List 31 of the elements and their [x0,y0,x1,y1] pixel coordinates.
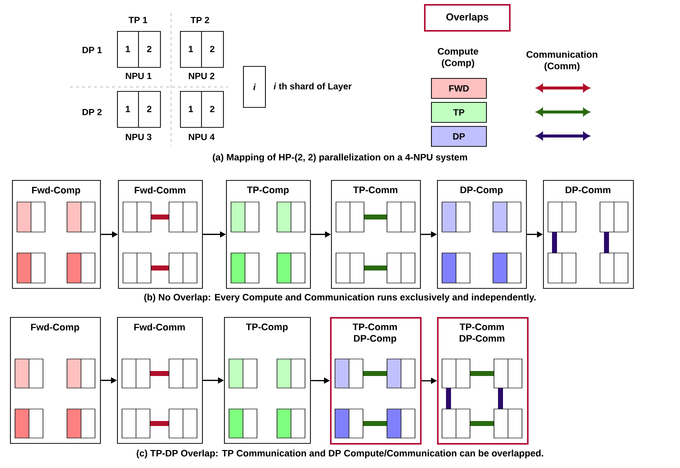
stage-box: TP-Comp [226,180,311,289]
stage-box: DP-Comm [543,180,634,289]
npu-box: 1 2 [117,90,161,128]
shard-note: i th shard of Layer [274,82,352,92]
overlaps-box: Overlaps [424,4,511,32]
npu-label: NPU 1 [126,72,152,80]
caption: (a) Mapping of HP-(2, 2) parallelization on a 4-NPU system [212,154,468,162]
stage-box: DP-Comp [437,180,527,289]
npu-label: NPU 3 [126,134,152,140]
axis-label: Communication (Comm) [526,50,598,72]
caption: (c) TP-DP Overlap: TP Communication and DP Compute/Communication can be overlapped. [136,450,544,458]
legend-box: DP [431,126,487,147]
stage-box: Fwd-Comp [12,180,101,289]
shard-box: i [243,66,266,108]
npu-label: NPU 4 [188,134,215,140]
stage-box: TP-Comm DP-Comm [437,317,529,445]
legend-box: FWD [431,78,487,99]
legend-box: TP [431,102,487,123]
stage-box: Fwd-Comm [118,180,203,289]
npu-box: 1 2 [180,90,224,128]
stage-box: TP-Comp [224,317,311,444]
stage-box: Fwd-Comp [10,317,101,444]
npu-label: NPU 2 [188,72,214,80]
caption: (b) No Overlap: Every Compute and Communication runs exclusively and independently. [144,294,536,302]
npu-box: 1 2 [117,30,161,68]
stage-box: Fwd-Comm [117,317,203,444]
npu-box: 1 2 [180,30,224,68]
axis-label: Compute (Comp) [438,48,478,68]
stage-box: TP-Comm [331,180,421,289]
axis-label: DP 1 [82,46,102,54]
stage-box: TP-Comm DP-Comp [330,317,422,445]
